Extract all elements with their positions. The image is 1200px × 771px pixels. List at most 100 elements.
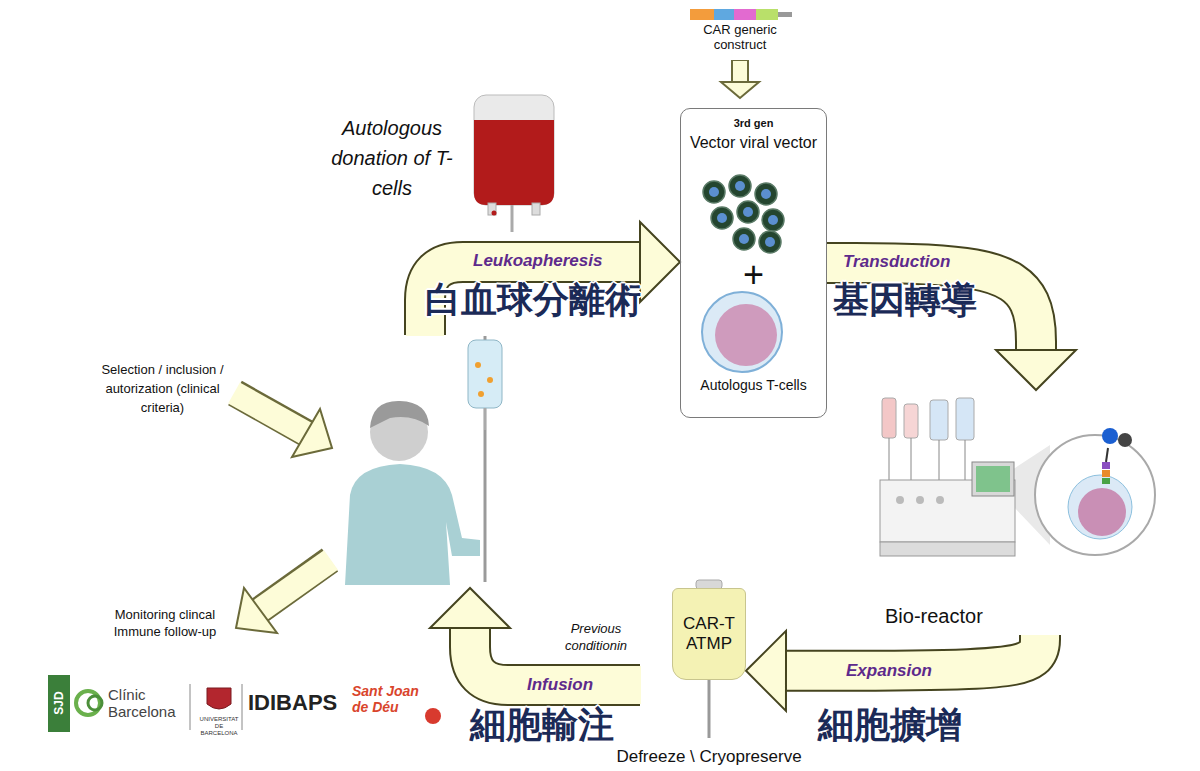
virus-core [761, 189, 771, 199]
valve [936, 496, 944, 504]
clinic-logo [88, 696, 102, 710]
car-binder [1118, 433, 1132, 447]
cell-nucleus [1078, 488, 1126, 536]
arrow-body [733, 61, 747, 83]
node-text: 3rd gen [685, 117, 822, 130]
patient [345, 336, 502, 585]
cart-bag: CAR-T ATMPDefreeze \ Cryopreserve [672, 588, 746, 680]
node-text: CAR-T ATMP [677, 614, 741, 654]
patient-gown [345, 464, 480, 585]
arrow-head [996, 350, 1076, 390]
arrow-body [234, 393, 307, 434]
screen [976, 466, 1010, 492]
iv-bag [468, 340, 502, 408]
tube [911, 438, 912, 480]
arrow-head [721, 82, 759, 98]
construct-segment [734, 9, 756, 20]
screen-frame [972, 462, 1014, 496]
bag-port [532, 203, 540, 215]
virus [733, 228, 755, 250]
iv-drop [475, 362, 481, 368]
media-bottle [882, 398, 896, 438]
arrow-head [430, 588, 510, 628]
divider [190, 684, 191, 730]
bioreactor-node: Bio-reactor [870, 390, 1070, 635]
arrow-head [746, 631, 786, 711]
label-text: Leukoapheresis [470, 251, 630, 271]
valve [916, 496, 924, 504]
virus [762, 209, 784, 231]
construct-segment [714, 9, 734, 20]
node-text: Bio-reactor [885, 604, 1066, 628]
label-text: Autologous donation of T-cells [322, 113, 462, 203]
iv-drop [487, 377, 493, 383]
media-bottle [904, 404, 918, 438]
process-arrow [827, 263, 1076, 390]
bag-tube [511, 205, 514, 232]
curved-arrow [430, 588, 641, 685]
cell-membrane [1068, 475, 1132, 539]
virus-core [765, 237, 775, 247]
virus [737, 201, 759, 223]
label-text: UNIVERSITAT DE BARCELONA [196, 716, 242, 737]
label-text: 基因轉導 [833, 279, 1003, 321]
car-binder [1102, 428, 1118, 444]
label-text: Selection / inclusion / autorization (cl… [85, 360, 240, 417]
virus [729, 175, 751, 197]
arrow-head [640, 222, 680, 302]
blood-drop [492, 211, 497, 216]
bioreactor [880, 398, 1155, 556]
iv-line [484, 408, 486, 430]
label-text: 細胞輸注 [470, 704, 640, 746]
label-text: 白血球分離術 [425, 279, 665, 321]
label-text: IDIBAPS [248, 690, 348, 716]
tube [965, 440, 966, 480]
arrow-head [236, 588, 277, 633]
label-text: CAR generic construct [690, 22, 790, 52]
virus-core [717, 213, 727, 223]
cell-nucleus [715, 304, 777, 366]
curved-arrow [425, 222, 680, 336]
node-text: Vector viral vector [685, 133, 822, 152]
virus [711, 207, 733, 229]
arrow-body [827, 263, 1036, 350]
label-text: 細胞擴增 [818, 704, 988, 746]
blood [474, 120, 554, 205]
arrow-body [260, 560, 330, 610]
virus [759, 231, 781, 253]
virus-core [735, 181, 745, 191]
arrow-body [259, 560, 331, 611]
label-patch: Leukoapheresis [470, 251, 605, 270]
car-construct [690, 9, 792, 20]
label-text: Monitoring clincal Immune follow-up [95, 606, 235, 640]
vector-box: 3rd genVector viral vector+Autologus T-c… [680, 108, 827, 418]
edge-label: Transduction [840, 252, 953, 272]
down-arrow [721, 60, 759, 98]
label-text: Sant Joan de Déu [352, 683, 426, 715]
label-text: Previous conditionin [556, 620, 636, 654]
sjd-logo [48, 675, 70, 732]
construct-segment [778, 12, 792, 17]
arrow-head [292, 409, 332, 457]
car-hinge [1106, 448, 1108, 462]
edge-label: Expansion [843, 661, 935, 681]
tube [889, 438, 890, 480]
label-text: Clínic Barcelona [108, 686, 186, 720]
arrow-body [731, 60, 749, 82]
ub-shield [207, 688, 231, 709]
virus-core [743, 207, 753, 217]
virus [703, 181, 725, 203]
car-domain [1102, 470, 1110, 477]
arrow-body [827, 263, 1036, 350]
bag-tube [708, 680, 711, 738]
virus-core [709, 187, 719, 197]
bag-body [474, 95, 554, 205]
virus [755, 183, 777, 205]
label-text: Infusion [524, 675, 614, 695]
zoom-circle [1035, 435, 1155, 555]
arrow-body [235, 393, 306, 433]
viral-vectors [703, 175, 784, 253]
sjd-heart [425, 708, 441, 724]
media-bottle [930, 400, 948, 440]
cell-membrane [702, 292, 782, 372]
